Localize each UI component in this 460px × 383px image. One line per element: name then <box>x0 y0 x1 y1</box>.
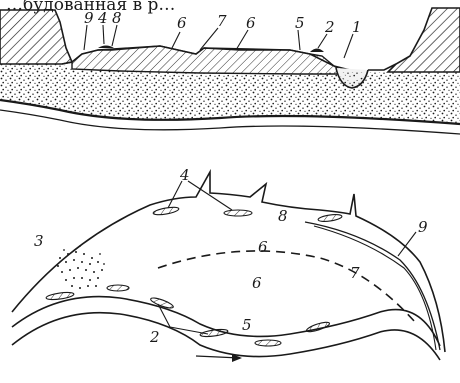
river-bank-lower <box>12 313 440 360</box>
xs-label-4: 4 <box>97 9 108 27</box>
xs-label-9: 9 <box>84 9 94 27</box>
lens-8 <box>318 213 343 222</box>
river-bank-upper <box>12 297 440 346</box>
plan-label-4: 4 <box>179 166 190 184</box>
xs-label-5: 5 <box>295 14 305 32</box>
xs-label-6a: 6 <box>177 14 187 32</box>
xs-label-7: 7 <box>217 12 227 30</box>
left-valley-slope <box>0 10 72 64</box>
plan-label-7: 7 <box>350 264 360 282</box>
plan-label-8: 8 <box>278 207 288 225</box>
lens-2e <box>255 340 281 346</box>
xs-label-6b: 6 <box>246 14 256 32</box>
plan-label-5: 5 <box>242 316 252 334</box>
floodplain-alluvium <box>72 46 350 74</box>
lens-2f <box>306 320 331 333</box>
plan-label-6b: 6 <box>252 274 262 292</box>
xs-label-1: 1 <box>352 18 362 36</box>
valley-edge <box>12 172 445 352</box>
terrace-edge-9 <box>305 222 440 350</box>
plan-label-2: 2 <box>149 328 160 346</box>
plan-view: 4 8 9 3 6 7 6 5 2 <box>12 166 445 362</box>
lens-4b <box>224 210 252 216</box>
plan-label-6a: 6 <box>258 238 268 256</box>
xs-label-2: 2 <box>324 18 335 36</box>
xs-label-8: 8 <box>112 9 122 27</box>
cross-section: 9 4 8 6 7 6 5 2 1 <box>0 8 460 134</box>
dashed-boundary-7 <box>158 251 415 322</box>
right-valley-slope <box>388 8 460 72</box>
plan-label-3: 3 <box>34 232 44 250</box>
lens-2b <box>107 285 129 291</box>
lens-deposit-2 <box>310 49 324 53</box>
sand-patch-3 <box>57 245 105 289</box>
plan-label-9: 9 <box>418 218 428 236</box>
lens-4a <box>153 206 180 216</box>
